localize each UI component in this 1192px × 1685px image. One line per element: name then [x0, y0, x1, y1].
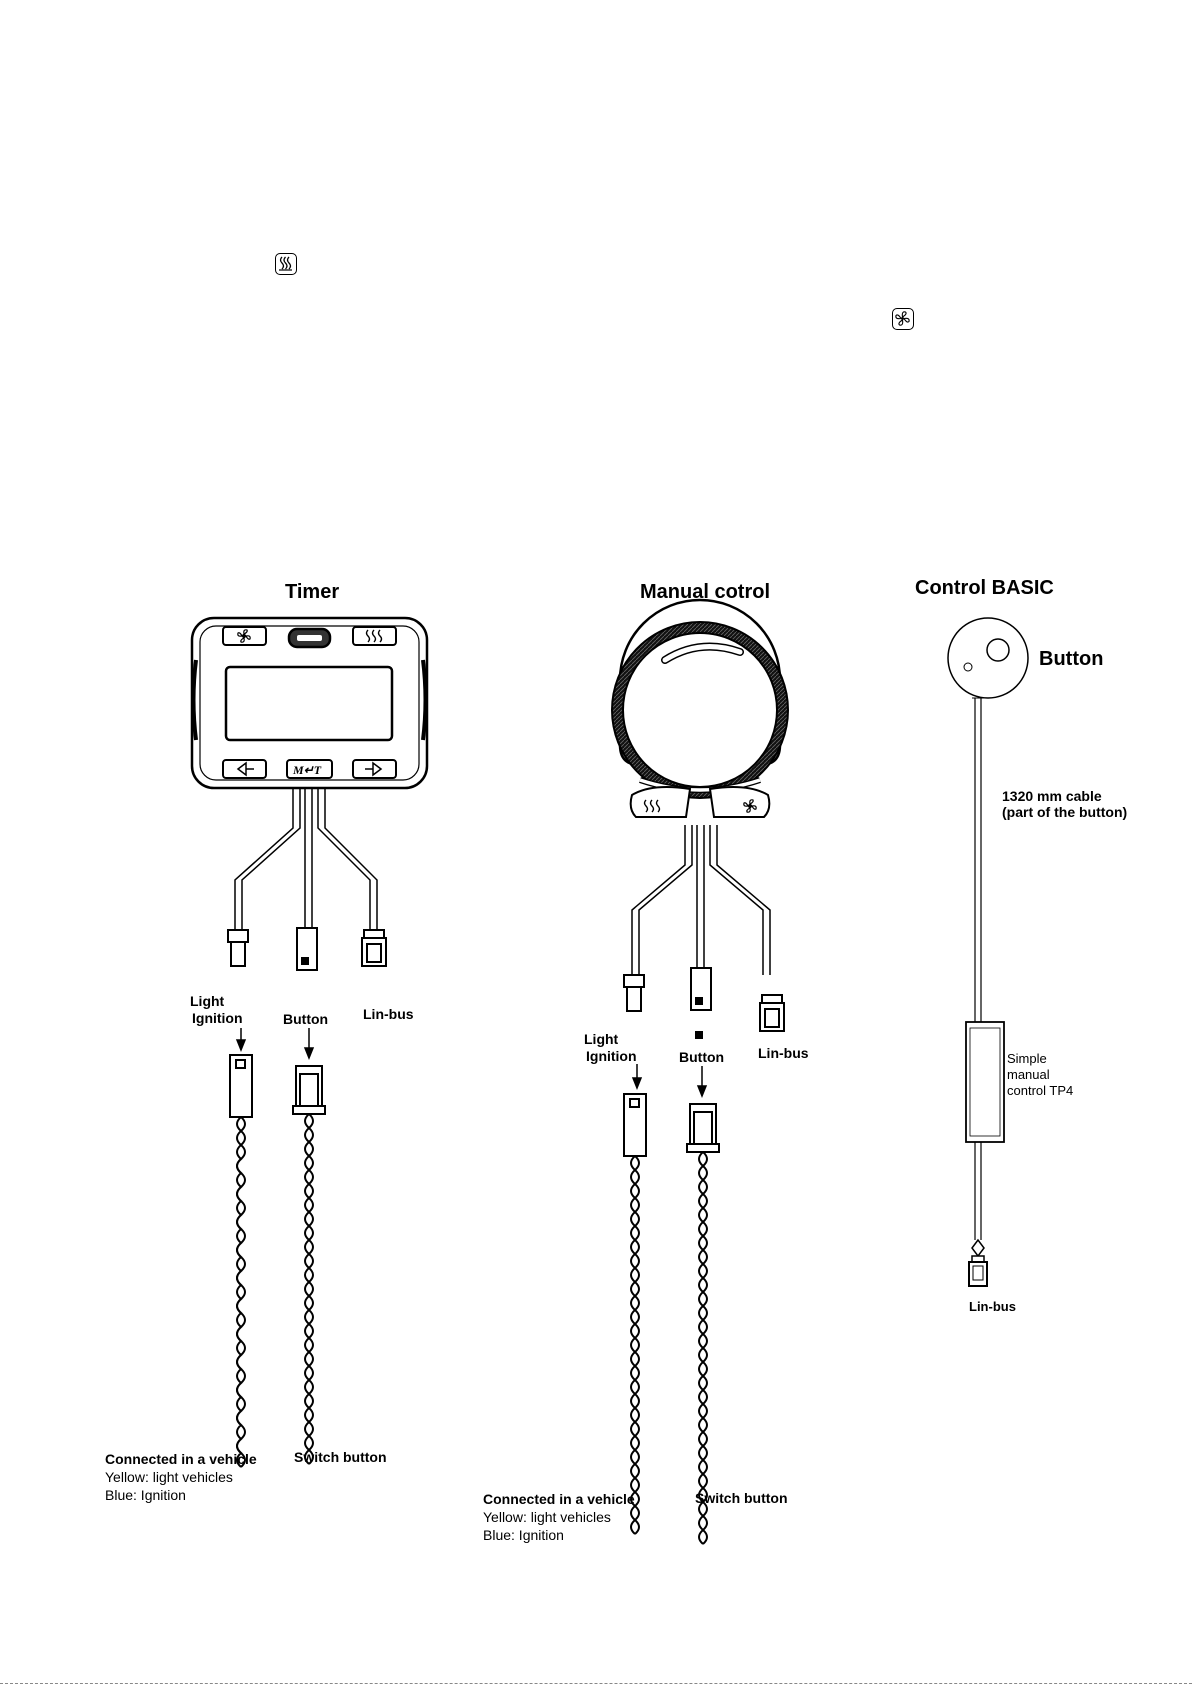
page-bottom-rule [0, 1683, 1192, 1684]
timer-heat-icon [365, 629, 383, 643]
manual-cables [631, 825, 771, 975]
timer-connectors [227, 927, 387, 971]
timer-fan-icon [237, 629, 251, 643]
basic-cable-label: 1320 mm cable (part of the button) [1002, 788, 1127, 820]
timer-mating-connectors [229, 1054, 326, 1118]
manual-vehicle-note: Connected in a vehicle Yellow: light veh… [483, 1490, 635, 1544]
manual-light-label: Light [584, 1031, 619, 1047]
manual-heat-icon [643, 799, 661, 813]
manual-fan-icon [743, 799, 757, 813]
manual-control-device [611, 598, 789, 818]
timer-ignition-label: Ignition [192, 1010, 243, 1026]
timer-button-label: Button [283, 1011, 329, 1027]
manual-lin-bus-label: Lin-bus [758, 1045, 809, 1061]
timer-lin-bus-label: Lin-bus [363, 1006, 414, 1022]
svg-text:M↵T: M↵T [292, 763, 322, 777]
basic-module-line1: Simple [1007, 1051, 1047, 1066]
manual-switch-button-label: Switch button [695, 1490, 788, 1506]
timer-title: Timer [285, 581, 340, 603]
manual-arrows [631, 1064, 708, 1099]
timer-arrows [235, 1028, 315, 1061]
manual-vehicle-line1: Yellow: light vehicles [483, 1509, 611, 1525]
timer-twisted-wires [236, 1113, 314, 1468]
timer-light-label: Light [190, 993, 225, 1009]
basic-module-line3: control TP4 [1007, 1083, 1074, 1098]
timer-switch-button-label: Switch button [294, 1449, 387, 1465]
timer-vehicle-note: Connected in a vehicle Yellow: light veh… [105, 1450, 257, 1504]
manual-twisted-wires [630, 1151, 708, 1545]
fan-symbol-icon [892, 308, 914, 330]
timer-vehicle-line1: Yellow: light vehicles [105, 1469, 233, 1485]
manual-vehicle-heading: Connected in a vehicle [483, 1491, 635, 1507]
basic-title: Control BASIC [915, 577, 1054, 599]
timer-brand-logo-icon [297, 635, 322, 641]
basic-lin-bus-label: Lin-bus [969, 1299, 1016, 1314]
control-basic-device [947, 617, 1029, 1287]
manual-ignition-label: Ignition [586, 1048, 637, 1064]
timer-vehicle-heading: Connected in a vehicle [105, 1451, 257, 1467]
timer-cables [234, 788, 378, 930]
manual-button-label: Button [679, 1049, 725, 1065]
basic-cable-line2: (part of the button) [1002, 804, 1128, 820]
manual-vehicle-line2: Blue: Ignition [483, 1527, 564, 1543]
manual-mating-connectors [623, 1093, 720, 1157]
timer-device [190, 616, 429, 790]
timer-menu-enter-icon: M↵T [292, 763, 322, 777]
manual-title: Manual cotrol [640, 581, 771, 603]
heat-symbol-icon [275, 253, 297, 275]
timer-vehicle-line2: Blue: Ignition [105, 1487, 186, 1503]
timer-left-arrow-icon [236, 761, 254, 777]
basic-module-label: Simple manual control TP4 [1007, 1051, 1073, 1099]
basic-button-label: Button [1039, 648, 1104, 670]
basic-cable-line1: 1320 mm cable [1002, 788, 1102, 804]
manual-connectors [623, 967, 785, 1039]
basic-module-line2: manual [1007, 1067, 1050, 1082]
timer-right-arrow-icon [365, 761, 383, 777]
